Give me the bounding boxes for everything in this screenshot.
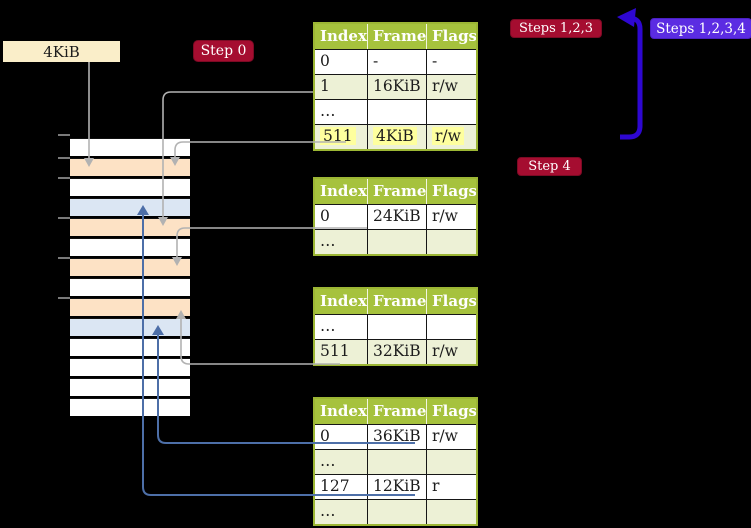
memory-frame-row-13 <box>70 398 190 418</box>
memory-frame-row-1 <box>70 158 190 178</box>
level3-table-row-1: … <box>315 229 476 254</box>
column-header: Index <box>315 24 368 49</box>
table-cell <box>427 449 476 474</box>
highlighted-value: 511 <box>320 127 356 145</box>
table-cell: r/w <box>427 424 476 449</box>
arrowhead-left-icon <box>617 8 636 27</box>
table-cell: … <box>315 499 368 524</box>
table-cell <box>368 499 427 524</box>
column-header: Flags <box>432 402 476 420</box>
table-cell: … <box>315 449 368 474</box>
table-cell <box>368 314 427 339</box>
table-cell <box>427 229 476 254</box>
column-header: Frame <box>368 289 427 314</box>
column-header: Index <box>315 289 368 314</box>
column-header: Flags <box>432 182 476 200</box>
address-tick-5 <box>58 297 70 299</box>
table-cell: r/w <box>427 74 476 99</box>
memory-frame-row-8 <box>70 298 190 318</box>
badge-step-0: Step 0 <box>193 40 254 62</box>
table-cell: … <box>315 99 368 124</box>
table-cell: r <box>427 474 476 499</box>
table-cell: 0 <box>315 424 368 449</box>
memory-frame-row-2 <box>70 178 190 198</box>
level1-table-row-1: … <box>315 449 476 474</box>
table-cell <box>368 229 427 254</box>
column-header: Flags <box>432 292 476 310</box>
address-tick-1 <box>58 157 70 159</box>
table-cell: 511 <box>315 124 368 149</box>
table-cell: r/w <box>427 124 476 149</box>
table-cell: 4KiB <box>368 124 427 149</box>
table-cell: … <box>315 229 368 254</box>
address-tick-0 <box>58 134 70 136</box>
level4-table-row-0: 0-- <box>315 49 476 74</box>
table-cell: - <box>427 49 476 74</box>
highlighted-value: 4KiB <box>373 127 417 145</box>
table-cell: - <box>368 49 427 74</box>
table-cell <box>368 99 427 124</box>
table-cell: r/w <box>427 339 476 364</box>
memory-frame-row-5 <box>70 238 190 258</box>
memory-frame-row-0 <box>70 138 190 158</box>
table-cell <box>427 499 476 524</box>
table-cell: 127 <box>315 474 368 499</box>
memory-frame-row-9 <box>70 318 190 338</box>
memory-frame-row-11 <box>70 358 190 378</box>
memory-frame-row-6 <box>70 258 190 278</box>
level1-table-row-3: … <box>315 499 476 524</box>
table-cell: r/w <box>427 204 476 229</box>
frame-4kib-label: 4KiB <box>3 41 120 62</box>
memory-frame-row-7 <box>70 278 190 298</box>
memory-frame-row-4 <box>70 218 190 238</box>
table-cell: 511 <box>315 339 368 364</box>
column-header: Frame <box>368 179 427 204</box>
column-header: Frame <box>368 24 427 49</box>
column-header: Frame <box>368 399 427 424</box>
memory-frame-row-10 <box>70 338 190 358</box>
highlighted-value: r/w <box>432 127 464 145</box>
memory-frame-row-3 <box>70 198 190 218</box>
level4-table-row-3: 511 4KiB r/w <box>315 124 476 149</box>
column-header: Index <box>315 399 368 424</box>
table-cell: 36KiB <box>368 424 427 449</box>
recursive-loop-arrow <box>620 15 643 140</box>
physical-memory-stack <box>70 138 190 418</box>
table-cell: … <box>315 314 368 339</box>
table-cell <box>427 99 476 124</box>
table-cell <box>368 449 427 474</box>
column-header: Flags <box>432 27 476 45</box>
table-cell: 1 <box>315 74 368 99</box>
level4-table-row-2: … <box>315 99 476 124</box>
address-tick-4 <box>58 257 70 259</box>
table-cell: 16KiB <box>368 74 427 99</box>
memory-frame-row-12 <box>70 378 190 398</box>
address-tick-2 <box>58 177 70 179</box>
address-tick-3 <box>58 217 70 219</box>
table-cell: 12KiB <box>368 474 427 499</box>
badge-steps-1-2-3: Steps 1,2,3 <box>510 19 602 38</box>
table-cell: 0 <box>315 204 368 229</box>
badge-steps-1-2-3-4: Steps 1,2,3,4 <box>650 18 751 39</box>
table-cell: 0 <box>315 49 368 74</box>
level2-table-row-0: … <box>315 314 476 339</box>
badge-step-4: Step 4 <box>517 157 582 176</box>
table-cell <box>427 314 476 339</box>
table-cell: 24KiB <box>368 204 427 229</box>
table-cell: 32KiB <box>368 339 427 364</box>
column-header: Index <box>315 179 368 204</box>
